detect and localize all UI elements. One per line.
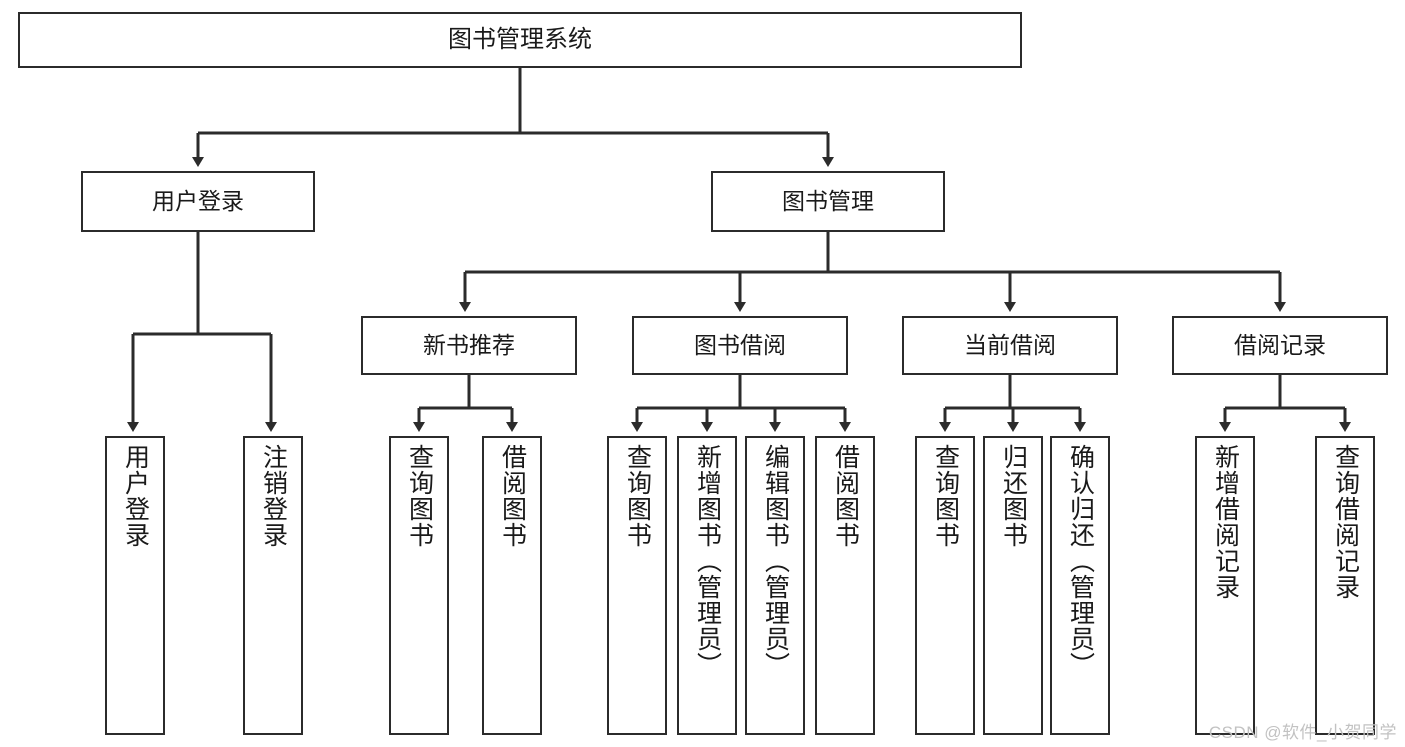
node-label: 借阅图书 (498, 444, 527, 548)
node-book-manage[interactable]: 图书管理 (711, 171, 945, 232)
node-label: 用户登录 (121, 444, 150, 548)
node-leaf-query-book-br[interactable]: 查询图书 (607, 436, 667, 735)
node-leaf-query-borrow-record[interactable]: 查询借阅记录 (1315, 436, 1375, 735)
node-label: 查询图书 (623, 444, 652, 548)
node-label: 注销登录 (259, 444, 288, 548)
node-leaf-return-book[interactable]: 归还图书 (983, 436, 1043, 735)
node-leaf-query-book-rec[interactable]: 查询图书 (389, 436, 449, 735)
node-new-book-recommend[interactable]: 新书推荐 (361, 316, 577, 375)
node-label: 新增图书（管理员） (693, 444, 722, 678)
node-leaf-borrow-book-rec[interactable]: 借阅图书 (482, 436, 542, 735)
node-label: 确认归还（管理员） (1066, 444, 1095, 678)
node-label: 新书推荐 (423, 331, 515, 358)
node-label: 查询图书 (931, 444, 960, 548)
node-label: 当前借阅 (964, 331, 1056, 358)
node-user-login[interactable]: 用户登录 (81, 171, 315, 232)
node-leaf-edit-book-admin[interactable]: 编辑图书（管理员） (745, 436, 805, 735)
node-label: 借阅图书 (831, 444, 860, 548)
node-root-system[interactable]: 图书管理系统 (18, 12, 1022, 68)
node-leaf-add-book-admin[interactable]: 新增图书（管理员） (677, 436, 737, 735)
node-label: 图书管理 (782, 187, 874, 214)
node-label: 借阅记录 (1234, 331, 1326, 358)
node-label: 查询图书 (405, 444, 434, 548)
node-book-borrow[interactable]: 图书借阅 (632, 316, 848, 375)
node-label: 查询借阅记录 (1331, 444, 1360, 600)
node-label: 图书管理系统 (448, 25, 592, 53)
node-borrow-record[interactable]: 借阅记录 (1172, 316, 1388, 375)
node-label: 编辑图书（管理员） (761, 444, 790, 678)
node-leaf-add-borrow-record[interactable]: 新增借阅记录 (1195, 436, 1255, 735)
node-label: 新增借阅记录 (1211, 444, 1240, 600)
node-leaf-user-login[interactable]: 用户登录 (105, 436, 165, 735)
node-leaf-logout-login[interactable]: 注销登录 (243, 436, 303, 735)
node-leaf-query-book-cb[interactable]: 查询图书 (915, 436, 975, 735)
node-label: 归还图书 (999, 444, 1028, 548)
node-label: 图书借阅 (694, 331, 786, 358)
node-leaf-borrow-book-br[interactable]: 借阅图书 (815, 436, 875, 735)
node-leaf-confirm-return-admin[interactable]: 确认归还（管理员） (1050, 436, 1110, 735)
node-label: 用户登录 (152, 187, 244, 214)
node-current-borrow[interactable]: 当前借阅 (902, 316, 1118, 375)
